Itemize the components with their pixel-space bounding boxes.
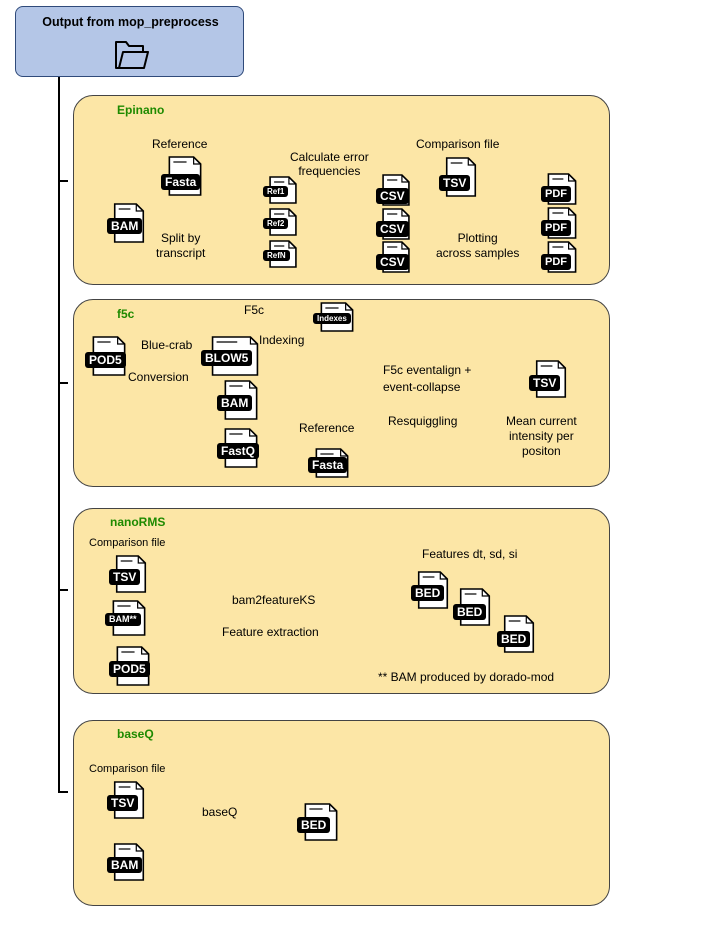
panel-epinano [73, 95, 610, 285]
nanorms-footnote: ** BAM produced by dorado-mod [378, 670, 555, 684]
f5c-indexes-file-icon: Indexes [312, 302, 358, 332]
epinano-csv3-file-icon: CSV [375, 241, 413, 273]
f5c-f5c-label: F5c [244, 303, 265, 317]
epinano-csv1-file-icon: CSV [375, 174, 413, 206]
panel-nanorms [73, 508, 610, 694]
epinano-title: Epinano [117, 103, 165, 117]
epinano-comparison-file-icon: TSV [438, 157, 480, 197]
epinano-plotting-label: Plotting across samples [436, 231, 520, 260]
f5c-bam-file-icon: BAM [216, 380, 262, 420]
nanorms-features-label: Features dt, sd, si [422, 547, 518, 561]
baseq-comparison-label: Comparison file [89, 763, 166, 775]
panel-baseq [73, 720, 610, 906]
f5c-conversion-label: Conversion [128, 370, 189, 384]
f5c-resquiggling-label: Resquiggling [388, 414, 458, 428]
nanorms-bed2-file-icon: BED [452, 588, 494, 626]
epinano-error-label: Calculate error frequencies [290, 150, 369, 178]
nanorms-tsv-file-icon: TSV [108, 555, 150, 593]
folder-icon [115, 41, 149, 69]
f5c-pod5-file-icon: POD5 [84, 336, 130, 376]
baseq-title: baseQ [117, 727, 154, 741]
nanorms-bed1-file-icon: BED [410, 571, 452, 609]
f5c-reference-label: Reference [299, 421, 355, 435]
nanorms-comparison-label: Comparison file [89, 537, 166, 549]
epinano-ref1-file-icon: Ref1 [262, 176, 300, 204]
epinano-pdf2-file-icon: PDF [540, 207, 580, 239]
epinano-reference-label: Reference [152, 137, 208, 151]
root-title: Output from mop_preprocess [42, 15, 219, 29]
epinano-csv2-file-icon: CSV [375, 208, 413, 240]
f5c-blow5-file-icon: BLOW5 [200, 336, 266, 376]
epinano-pdf1-file-icon: PDF [540, 173, 580, 205]
baseq-tool-label: baseQ [202, 805, 238, 819]
nanorms-pod5-file-icon: POD5 [108, 646, 154, 686]
f5c-bluecrab-label: Blue-crab [141, 338, 193, 352]
nanorms-tool-label: bam2featureKS [232, 593, 316, 607]
baseq-bam-file-icon: BAM [106, 843, 148, 881]
f5c-indexing-label: Indexing [259, 333, 305, 347]
epinano-pdf3-file-icon: PDF [540, 241, 580, 273]
epinano-bam-file-icon: BAM [106, 203, 148, 243]
f5c-mean-label: Mean current intensity per positon [506, 414, 577, 458]
baseq-bed-file-icon: BED [296, 803, 342, 841]
epinano-refn-file-icon: RefN [262, 240, 300, 268]
epinano-comparison-label: Comparison file [416, 137, 500, 151]
nanorms-bed3-file-icon: BED [496, 615, 538, 653]
epinano-split-label: Split by transcript [156, 231, 206, 260]
nanorms-title: nanoRMS [110, 515, 166, 529]
f5c-title: f5c [117, 307, 135, 321]
nanorms-feature-label: Feature extraction [222, 625, 319, 639]
f5c-reference-file-icon: Fasta [307, 448, 353, 478]
f5c-output-file-icon: TSV [528, 360, 570, 398]
epinano-ref2-file-icon: Ref2 [262, 208, 300, 236]
baseq-tsv-file-icon: TSV [106, 781, 148, 819]
f5c-eventalign-label: F5c eventalign + event-collapse [383, 363, 472, 394]
root-output-box: Output from mop_preprocess [15, 6, 244, 77]
nanorms-bam-file-icon: BAM** [104, 600, 150, 636]
f5c-fastq-file-icon: FastQ [216, 428, 262, 468]
epinano-reference-file-icon: Fasta [160, 156, 206, 196]
